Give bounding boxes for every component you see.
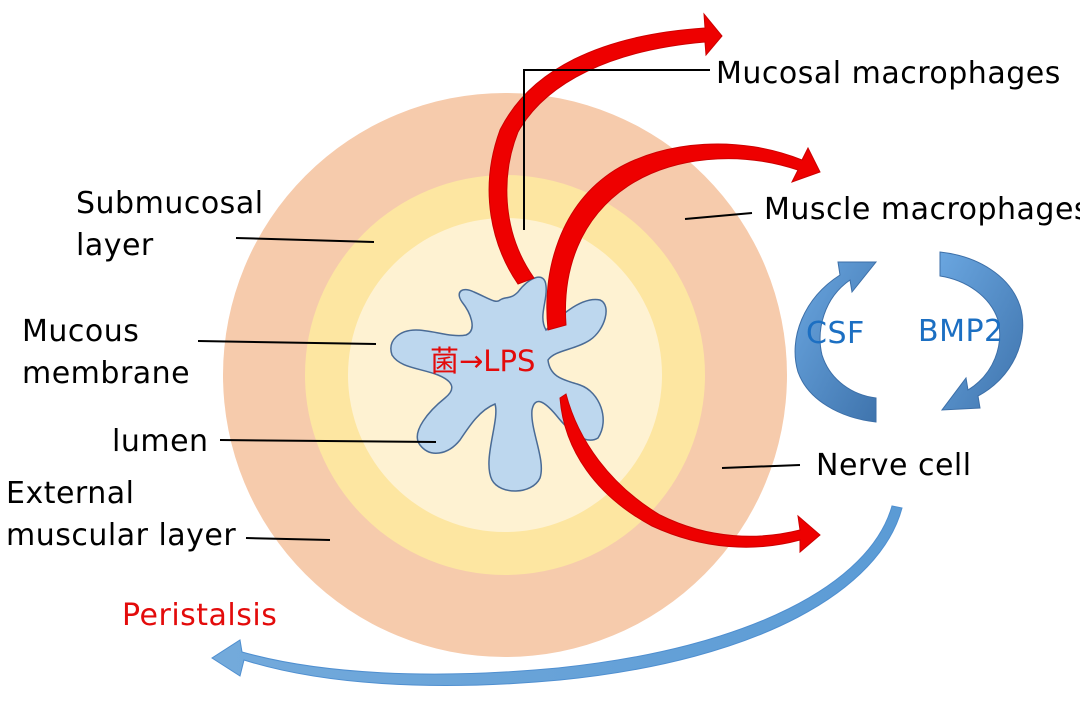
mucosal-macrophage-arrow bbox=[488, 12, 723, 285]
peristalsis-arrow bbox=[211, 505, 903, 686]
label-muscle-macrophages: Muscle macrophages bbox=[764, 192, 1080, 227]
leader-external-muscular bbox=[245, 537, 331, 541]
label-external-line2: muscular layer bbox=[6, 518, 237, 553]
label-mucosal-macrophages: Mucosal macrophages bbox=[716, 56, 1061, 91]
leader-submucosal bbox=[235, 237, 375, 243]
leader-mucosal-macrophages bbox=[523, 69, 710, 230]
leader-lumen bbox=[219, 439, 437, 443]
label-external-line1: External bbox=[6, 476, 135, 511]
label-peristalsis: Peristalsis bbox=[122, 598, 278, 633]
bmp2-cycle-arrow bbox=[939, 251, 1024, 411]
label-submucosal-line2: layer bbox=[76, 228, 154, 263]
leader-muscle-macrophages bbox=[684, 212, 753, 220]
label-mucous-line1: Mucous bbox=[22, 314, 140, 349]
muscle-macrophage-arrow bbox=[546, 143, 821, 331]
leader-mucous-membrane bbox=[197, 340, 377, 345]
csf-cycle-arrow bbox=[794, 261, 878, 423]
label-mucous-line2: membrane bbox=[22, 356, 191, 391]
leader-nerve-cell bbox=[721, 464, 801, 469]
label-csf: CSF bbox=[806, 316, 865, 351]
nerve-cell-arrow bbox=[559, 393, 821, 554]
label-lumen: lumen bbox=[112, 424, 209, 459]
label-submucosal-line1: Submucosal bbox=[76, 186, 264, 221]
label-nerve-cell: Nerve cell bbox=[816, 448, 972, 483]
label-bmp2: BMP2 bbox=[918, 314, 1004, 349]
lumen-shape bbox=[390, 276, 607, 492]
label-bacteria-lps: 菌→LPS bbox=[430, 344, 536, 378]
